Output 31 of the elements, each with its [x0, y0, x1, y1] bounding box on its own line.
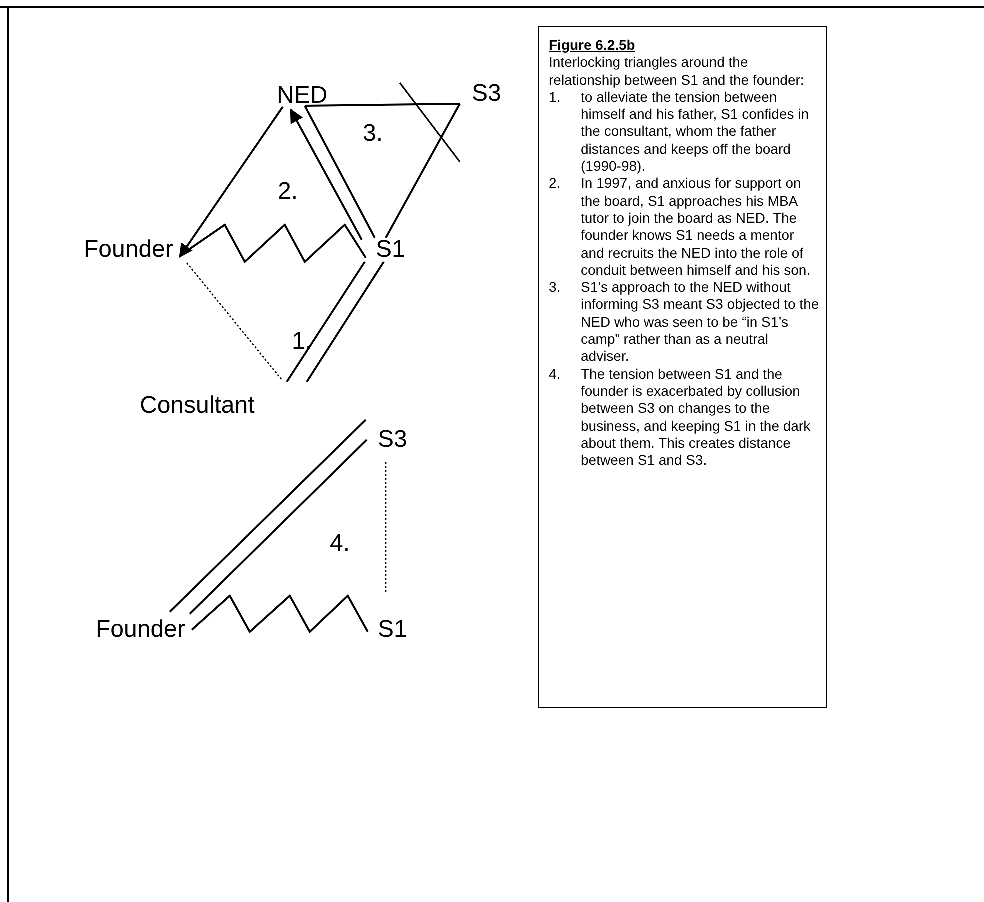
- triangle-number: 2.: [278, 180, 298, 204]
- list-item: 3. S1’s approach to the NED without informing S3 meant S3 objected to the NED who was seen to be “in S1’s camp” rather than as a neutral adviser.: [549, 279, 820, 366]
- triangle-number: 4.: [330, 532, 350, 556]
- intro-text: Interlocking triangles around the relationship between S1 and the founder:: [549, 54, 806, 89]
- role-label: S3: [378, 428, 408, 452]
- arrow: [179, 106, 284, 258]
- line: [385, 104, 461, 238]
- role-label: Consultant: [140, 394, 255, 418]
- role-label: S1: [376, 238, 406, 262]
- line: [304, 103, 460, 107]
- zigzag-line: [179, 223, 367, 264]
- triangle-number: 3.: [363, 122, 384, 146]
- line: [189, 439, 368, 615]
- list-item: 1. to alleviate the tension between himself and his father, S1 confides in the consultant, whom the father distances and keeps off the board (1990-98).: [549, 88, 810, 176]
- dotted-line: [385, 462, 387, 594]
- role-label: Founder: [96, 618, 186, 642]
- dotted-line: [186, 262, 282, 380]
- list-item: 2. In 1997, and anxious for support on the board, S1 approaches his MBA tutor to join the board as NED. The founder knows S1 needs a mentor and recruits the NED into the role of conduit between himself and his son.: [549, 175, 812, 280]
- role-label: NED: [277, 84, 328, 108]
- role-label: S3: [472, 82, 502, 106]
- line: [306, 261, 385, 383]
- line: [286, 261, 366, 383]
- arrow: [290, 108, 363, 240]
- line: [304, 106, 376, 238]
- role-label: Founder: [84, 238, 174, 262]
- zigzag-line: [191, 594, 369, 634]
- list-item: 4. The tension between S1 and the founder is exacerbated by collusion between S3 on changes to the business, and keeping S1 in the dark about them. This creates distance between S1 and S3.: [549, 366, 812, 470]
- caption-box: [538, 26, 827, 708]
- line: [169, 419, 367, 613]
- role-label: S1: [378, 618, 408, 642]
- figure-title: Figure 6.2.5b: [549, 37, 636, 54]
